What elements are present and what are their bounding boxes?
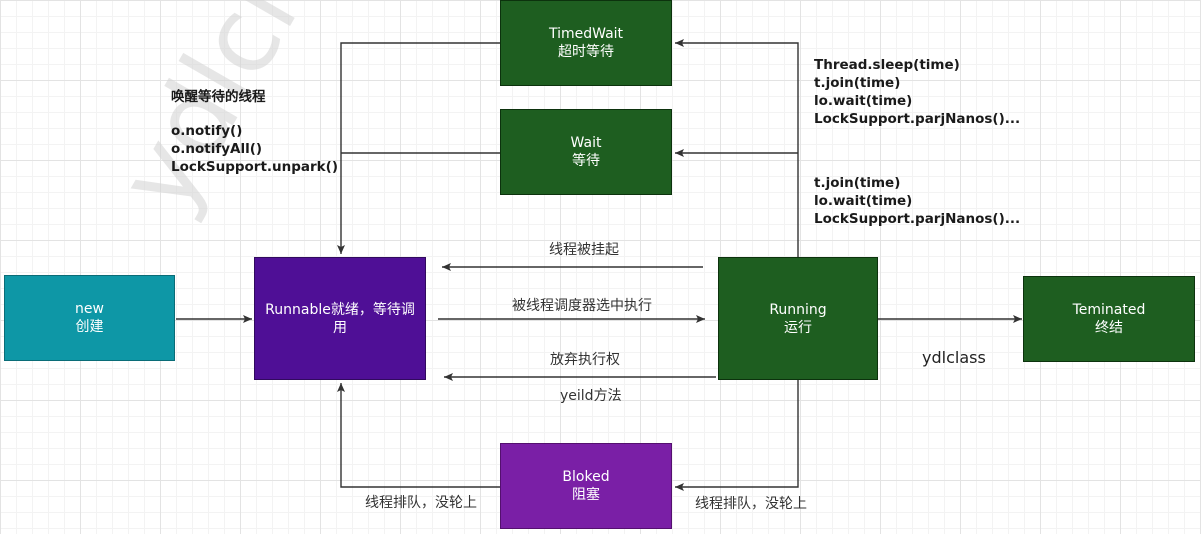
arrow-running-to-timedwait: [675, 39, 799, 257]
node-timedwait: TimedWait 超时等待: [500, 0, 672, 86]
give-up-label: 放弃执行权: [550, 352, 620, 368]
node-wait: Wait 等待: [500, 109, 672, 195]
node-terminated-subtitle: 终结: [1095, 320, 1123, 336]
ydlclass-label: ydlclass: [922, 348, 986, 367]
node-timedwait-title: TimedWait: [548, 26, 624, 42]
arrow-timedwait-to-runnable: [337, 42, 500, 254]
timed-sleep-label: Thread.sleep(time): [814, 57, 960, 73]
wake-notifyall-label: o.notifyAll(): [171, 141, 263, 157]
scheduled-label: 被线程调度器选中执行: [512, 298, 652, 314]
wait-wait-label: lo.wait(time): [814, 193, 913, 209]
node-timedwait-subtitle: 超时等待: [558, 44, 614, 60]
node-new: new 创建: [4, 275, 175, 361]
node-new-subtitle: 创建: [75, 319, 104, 335]
queue-left-label: 线程排队，没轮上: [365, 495, 477, 511]
node-running: Running 运行: [718, 257, 878, 380]
node-runnable-subtitle: 用: [333, 319, 347, 336]
node-wait-subtitle: 等待: [572, 153, 600, 169]
wake-unpark-label: LockSupport.unpark(): [171, 159, 339, 175]
arrow-blocked-to-runnable: [337, 383, 500, 488]
arrow-running-to-blocked: [675, 380, 799, 491]
wait-join-label: t.join(time): [814, 175, 901, 191]
node-new-title: new: [75, 301, 104, 317]
timed-join-label: t.join(time): [814, 75, 901, 91]
node-runnable-title: Runnable就绪，等待调: [265, 301, 415, 318]
wait-parknanos-label: LockSupport.parjNanos()...: [814, 211, 1021, 227]
wake-title-label: 唤醒等待的线程: [171, 89, 266, 105]
yield-label: yeild方法: [560, 388, 622, 404]
node-terminated-title: Teminated: [1072, 302, 1146, 318]
queue-right-label: 线程排队，没轮上: [695, 496, 807, 512]
node-running-title: Running: [769, 301, 827, 318]
node-runnable: Runnable就绪，等待调 用: [254, 257, 426, 380]
timed-parknanos-label: LockSupport.parjNanos()...: [814, 111, 1021, 127]
node-blocked-subtitle: 阻塞: [572, 487, 600, 503]
node-blocked-title: Bloked: [562, 469, 610, 485]
node-terminated: Teminated 终结: [1023, 276, 1195, 362]
node-running-subtitle: 运行: [784, 319, 812, 336]
suspended-label: 线程被挂起: [549, 242, 619, 258]
timed-wait-label: lo.wait(time): [814, 93, 913, 109]
node-blocked: Bloked 阻塞: [500, 443, 672, 529]
wake-notify-label: o.notify(): [171, 123, 243, 139]
node-wait-title: Wait: [570, 135, 602, 151]
